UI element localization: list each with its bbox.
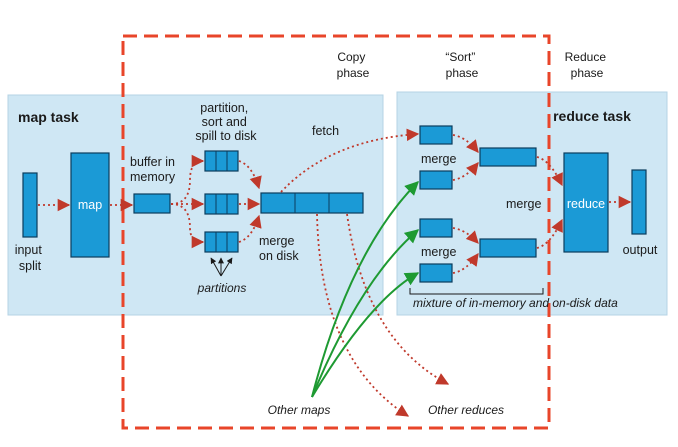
merged-map-output bbox=[260, 192, 364, 214]
merge-on-disk-label: merge on disk bbox=[259, 234, 299, 263]
merge-right-label: merge bbox=[506, 197, 541, 211]
other-reduces-label: Other reduces bbox=[428, 403, 504, 417]
output-box bbox=[631, 169, 647, 235]
merged-box-bottom bbox=[479, 238, 537, 258]
copy-phase-label: Copy phase bbox=[337, 50, 370, 80]
partitions-pointers bbox=[210, 257, 233, 277]
buffer-label: buffer in memory bbox=[130, 155, 178, 184]
mixture-label: mixture of in-memory and on-disk data bbox=[413, 296, 618, 310]
spill-file-1 bbox=[204, 150, 239, 172]
merge-bottom-label: merge bbox=[421, 245, 456, 259]
reduce-phase-label: Reduce phase bbox=[565, 50, 610, 80]
copy-box-1 bbox=[419, 125, 453, 145]
map-task-title: map task bbox=[18, 109, 79, 125]
reduce-side-flow-arrows bbox=[452, 134, 632, 274]
map-box-label: map bbox=[78, 198, 102, 212]
fetch-label: fetch bbox=[312, 124, 339, 138]
merged-box-top bbox=[479, 147, 537, 167]
map-box bbox=[70, 152, 110, 258]
reduce-box bbox=[563, 152, 609, 253]
map-side-flow-arrows bbox=[38, 154, 262, 249]
merge-top-label: merge bbox=[421, 152, 456, 166]
copy-box-4 bbox=[419, 263, 453, 283]
reduce-task-title: reduce task bbox=[553, 108, 631, 124]
buffer-box bbox=[133, 193, 171, 214]
other-maps-arrows bbox=[311, 181, 420, 398]
reduce-box-label: reduce bbox=[567, 197, 605, 211]
partitions-label: partitions bbox=[197, 281, 247, 295]
mixture-bracket bbox=[409, 288, 544, 295]
output-label: output bbox=[623, 243, 658, 257]
other-maps-label: Other maps bbox=[268, 403, 331, 417]
partition-label: partition, sort and spill to disk bbox=[195, 101, 257, 143]
spill-file-3 bbox=[204, 231, 239, 253]
input-split-box bbox=[22, 172, 38, 238]
shuffle-fetch-arrows bbox=[280, 128, 450, 417]
copy-box-2 bbox=[419, 170, 453, 190]
shuffle-dashed-border bbox=[121, 34, 551, 430]
copy-box-3 bbox=[419, 218, 453, 238]
spill-file-2 bbox=[204, 193, 239, 215]
input-split-label: input split bbox=[15, 243, 46, 273]
sort-phase-label: “Sort” phase bbox=[445, 50, 478, 80]
